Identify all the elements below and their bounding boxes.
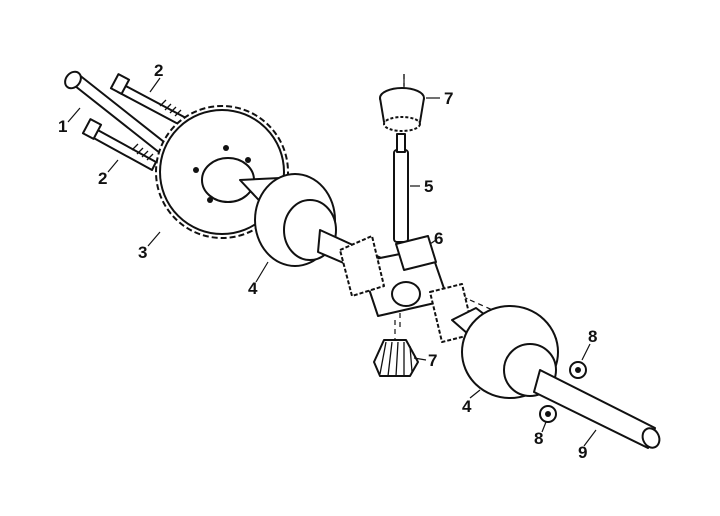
callout-5: 5	[424, 177, 433, 196]
callout-9: 9	[578, 443, 587, 462]
callout-6: 6	[434, 229, 443, 248]
part-3-sprocket	[155, 105, 289, 239]
callout-4-left: 4	[248, 279, 258, 298]
callout-7-lower: 7	[428, 351, 437, 370]
part-5-pin	[393, 133, 409, 243]
part-6-block	[395, 235, 437, 271]
part-2-bolt-lower	[81, 118, 157, 171]
callout-4-right: 4	[462, 397, 472, 416]
callout-labels: 1 2 2 3 4 4 5 6 7 7 8 8 9	[58, 61, 597, 462]
callout-1: 1	[58, 117, 67, 136]
part-7-gear-lower	[373, 339, 419, 377]
part-9-shaft	[533, 369, 661, 449]
callout-3: 3	[138, 243, 147, 262]
callout-2-upper: 2	[154, 61, 163, 80]
part-8-nut-upper	[569, 361, 587, 379]
part-7-gear-upper	[379, 87, 425, 132]
callout-8-upper: 8	[588, 327, 597, 346]
callout-7-upper: 7	[444, 89, 453, 108]
callout-leaders	[67, 74, 597, 447]
callout-2-lower: 2	[98, 169, 107, 188]
part-8-nut-lower	[539, 405, 557, 423]
callout-8-lower: 8	[534, 429, 543, 448]
part-2-bolt-upper	[109, 73, 187, 127]
